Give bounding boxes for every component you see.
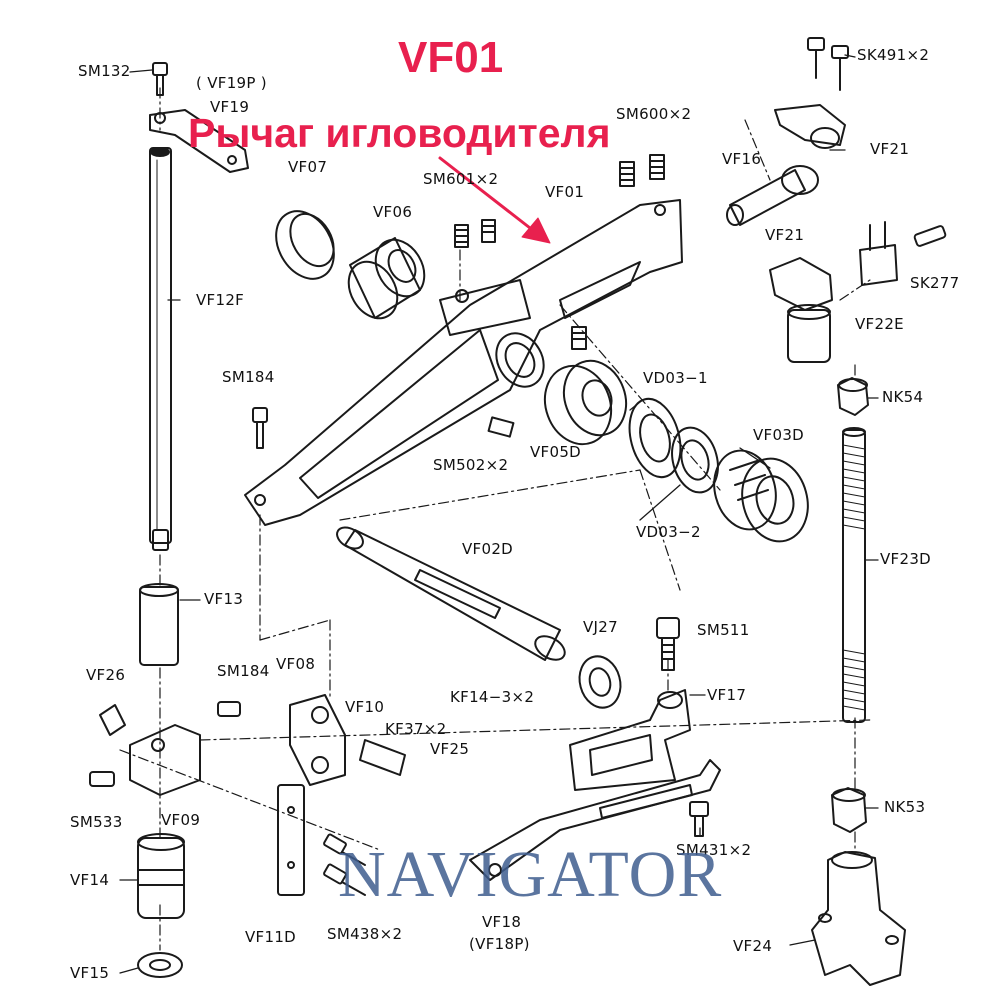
vf09-clamp	[89, 701, 241, 796]
nk53-nut	[831, 787, 867, 833]
vf02d-shaft	[336, 526, 566, 661]
label-vf21-top: VF21	[870, 140, 910, 158]
vj27-bearing	[578, 655, 622, 709]
label-kf37: KF37×2	[385, 720, 447, 738]
label-sm132: SM132	[78, 62, 131, 80]
label-vf15: VF15	[70, 964, 110, 982]
label-vf02d: VF02D	[462, 540, 514, 558]
vf23d-rod	[842, 427, 866, 723]
label-vf16: VF16	[722, 150, 762, 168]
vf03d-crank	[713, 449, 809, 543]
vf07-ring	[275, 210, 335, 280]
label-vf09: VF09	[161, 811, 201, 829]
vf08-vf10-joint	[289, 694, 406, 786]
vf01-needle-bar-lever	[244, 199, 683, 526]
label-vf08: VF08	[276, 655, 316, 673]
vf05d-collar	[543, 359, 628, 446]
sm431-screw	[689, 801, 709, 837]
sm511-screw	[656, 617, 680, 671]
assembly-guide-lines	[119, 87, 871, 951]
label-vf18p: (VF18P)	[469, 935, 530, 953]
sm438-screws	[323, 833, 366, 896]
label-vf26: VF26	[86, 666, 126, 684]
label-vf11d: VF11D	[245, 928, 297, 946]
label-nk54: NK54	[882, 388, 924, 406]
label-sk491: SK491×2	[857, 46, 930, 64]
vf21-vf22e-holder	[769, 221, 947, 363]
label-sm533: SM533	[70, 813, 123, 831]
navigator-watermark: NAVIGATOR	[338, 838, 723, 911]
vf12f-needle-bar	[149, 147, 172, 551]
label-vf01: VF01	[545, 183, 585, 201]
vd03-bearing-and-washer	[628, 397, 719, 494]
label-vf19: VF19	[210, 98, 250, 116]
vf16-vf21-linkage	[726, 37, 849, 226]
vf24-base	[811, 851, 906, 986]
label-vf05d: VF05D	[530, 443, 582, 461]
label-sm184-bot: SM184	[217, 662, 270, 680]
label-vf23d: VF23D	[880, 550, 932, 568]
heading-part-name: Рычаг игловодителя	[188, 110, 611, 156]
label-sm511: SM511	[697, 621, 750, 639]
heading-part-code: VF01	[398, 33, 504, 82]
label-vf17: VF17	[707, 686, 747, 704]
label-sm601: SM601×2	[423, 170, 499, 188]
label-vd03-2: VD03−2	[636, 523, 701, 541]
set-screws	[252, 154, 665, 449]
label-sm184-top: SM184	[222, 368, 275, 386]
vf13-block	[139, 583, 179, 666]
vf14-thread-guide	[137, 833, 185, 919]
label-sk277: SK277	[910, 274, 960, 292]
label-kf14: KF14−3×2	[450, 688, 535, 706]
label-sm438: SM438×2	[327, 925, 403, 943]
nk54-nut	[837, 377, 869, 416]
vf19-needle-bar-link	[149, 62, 249, 173]
label-vf10: VF10	[345, 698, 385, 716]
label-vf14: VF14	[70, 871, 110, 889]
vf15-washer	[137, 952, 183, 978]
vf11d-plate	[277, 784, 305, 896]
label-vj27: VJ27	[583, 618, 618, 636]
label-vf25: VF25	[430, 740, 470, 758]
label-vf12f: VF12F	[196, 291, 245, 309]
label-vf03d: VF03D	[753, 426, 805, 444]
label-vf07: VF07	[288, 158, 328, 176]
vf18-link-arm	[469, 759, 721, 881]
label-vf13: VF13	[204, 590, 244, 608]
label-vf22e: VF22E	[855, 315, 904, 333]
label-sm600: SM600×2	[616, 105, 692, 123]
label-nk53: NK53	[884, 798, 926, 816]
vf06-bushing	[347, 237, 426, 320]
label-vf06: VF06	[373, 203, 413, 221]
label-sm502: SM502×2	[433, 456, 509, 474]
pointer-arrow	[438, 156, 551, 244]
label-sm431: SM431×2	[676, 841, 752, 859]
label-vf24: VF24	[733, 937, 773, 955]
label-vf21-mid: VF21	[765, 226, 805, 244]
label-vf18: VF18	[482, 913, 522, 931]
vf17-bracket	[569, 689, 691, 791]
label-vf19p: ( VF19P )	[196, 74, 267, 92]
leader-lines	[119, 54, 879, 974]
label-vd03-1: VD03−1	[643, 369, 708, 387]
